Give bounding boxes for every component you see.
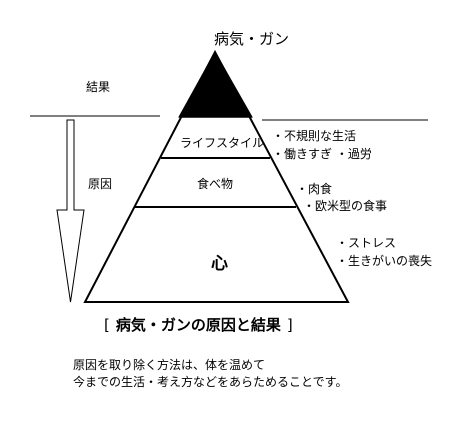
layer-label-lifestyle: ライフスタイル (180, 136, 265, 150)
diagram-caption: [ 病気・ガンの原因と結果] (98, 318, 299, 333)
result-label: 結果 (86, 80, 111, 94)
layer-label-heart: 心 (211, 254, 228, 274)
bullet-food-2: ・欧米型の食事 (303, 199, 388, 213)
caption-open-bracket: [ (104, 316, 110, 334)
bullet-lifestyle-2: ・働きすぎ ・過労 (272, 147, 372, 161)
bullet-heart-2: ・生きがいの喪失 (336, 254, 433, 268)
caption-text: 病気・ガンの原因と結果 (115, 316, 281, 334)
bullet-food-1: ・肉食 (296, 182, 333, 196)
description-line-1: 原因を取り除く方法は、体を温めて (73, 358, 266, 372)
description-line-2: 今までの生活・考え方などをあらためることです。 (73, 375, 348, 389)
layer-label-food: 食べ物 (197, 177, 234, 191)
apex-label: 病気・ガン (214, 30, 290, 48)
down-arrow (56, 119, 85, 303)
pyramid-outline (83, 49, 350, 303)
bullet-heart-1: ・ストレス (336, 236, 397, 250)
bullet-lifestyle-1: ・不規則な生活 (272, 129, 357, 143)
cause-label: 原因 (88, 177, 113, 191)
pyramid-apex (178, 50, 253, 118)
caption-close-bracket: ] (286, 316, 293, 334)
